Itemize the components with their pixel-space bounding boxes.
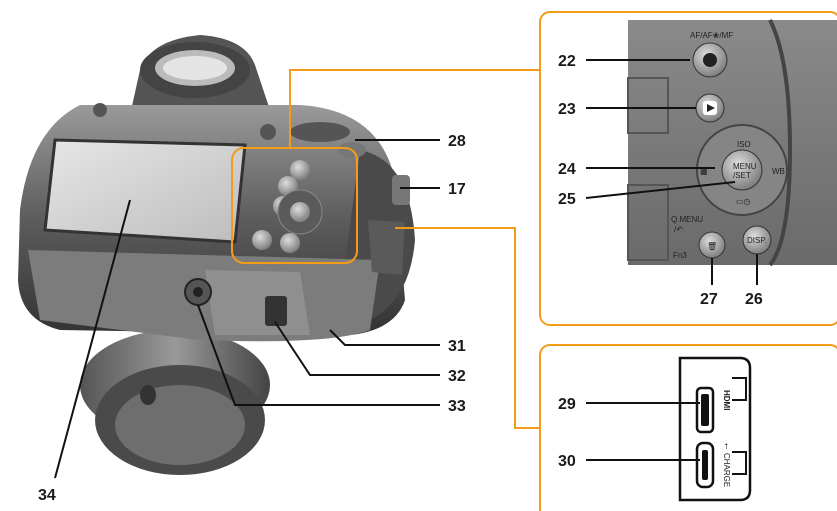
inset-terminals-panel: HDMI ⭠ CHARGE <box>678 356 752 502</box>
fn3-label: Fn3 <box>673 251 687 260</box>
callout-25: 25 <box>558 191 576 208</box>
usb-charge-port <box>695 441 715 489</box>
callout-27: 27 <box>700 291 718 308</box>
lcd-monitor <box>43 138 247 244</box>
battery-door <box>205 270 310 335</box>
usb-icon: ⭠ <box>722 443 731 450</box>
terminal-door <box>368 220 405 275</box>
drive-mode-icon: ▭◷ <box>736 197 751 206</box>
callout-23: 23 <box>558 101 576 118</box>
wb-label: WB <box>772 167 785 176</box>
callout-29: 29 <box>558 396 576 413</box>
callout-34: 34 <box>38 487 56 504</box>
hdmi-port <box>695 386 715 434</box>
menu-label: MENU <box>733 162 757 171</box>
menu-set-button <box>721 149 763 191</box>
buttons-highlight <box>231 147 358 264</box>
callout-24: 24 <box>558 161 576 178</box>
charge-label: CHARGE <box>722 453 731 487</box>
qmenu-label: Q.MENU <box>671 215 703 224</box>
callout-33: 33 <box>448 398 466 415</box>
callout-17: 17 <box>448 181 466 198</box>
bracket-connector-side <box>395 227 540 429</box>
callout-31: 31 <box>448 338 466 355</box>
play-icon <box>707 104 715 112</box>
strap-eyelet <box>392 175 410 205</box>
release-lever <box>265 296 287 326</box>
inset-buttons-panel: AF/AF❀/MF MENU /SET ISO WB ▦ ▭◷ 🗑 Q.MENU… <box>627 19 837 267</box>
callout-30: 30 <box>558 453 576 470</box>
callout-28: 28 <box>448 133 466 150</box>
back-label: /↶ <box>674 225 683 234</box>
hdmi-label: HDMI <box>722 390 731 410</box>
mode-dial <box>290 122 350 142</box>
camera-illustration <box>18 35 415 475</box>
leader-lines <box>54 59 758 479</box>
callout-26: 26 <box>745 291 763 308</box>
set-label: /SET <box>733 171 751 180</box>
af-mf-label: AF/AF❀/MF <box>690 31 733 40</box>
callout-22: 22 <box>558 53 576 70</box>
trash-icon: 🗑 <box>707 242 717 251</box>
disp-label: DISP. <box>747 236 767 245</box>
af-area-icon: ▦ <box>700 167 708 176</box>
bracket-connector-top <box>289 69 540 148</box>
body-buttons <box>93 103 323 253</box>
callout-32: 32 <box>448 368 466 385</box>
iso-label: ISO <box>737 140 751 149</box>
